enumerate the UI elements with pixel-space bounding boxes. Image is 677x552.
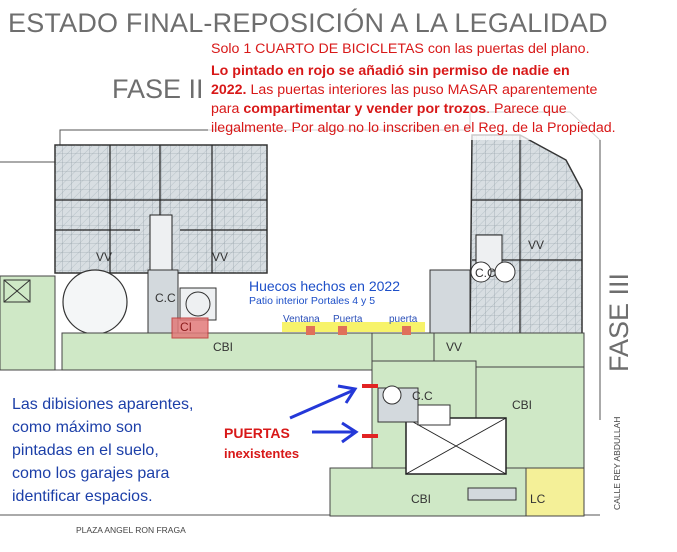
note-box [208, 38, 668, 140]
note-line-4-pre: para [211, 101, 244, 117]
area-label-vv: VV [446, 340, 463, 354]
arrows [289, 384, 359, 444]
area-label-cc: C.C [412, 389, 433, 403]
note-line-2-bold: Lo pintado en rojo se añadió sin permiso… [211, 63, 570, 79]
holes-title: Huecos hechos en 2022 [249, 278, 400, 294]
area-label-cbi: CBI [512, 398, 533, 412]
doors-note-title: PUERTAS [224, 425, 290, 441]
note-line-2: Lo pintado en rojo se añadió sin permiso… [211, 62, 570, 81]
street-label-calle: CALLE REY ABDULLAH [612, 416, 622, 510]
fase2-building [54, 144, 268, 343]
holes-label-box [244, 274, 428, 310]
divisions-line: identificar espacios. [12, 488, 153, 505]
note-line-4-post: . Parece que [486, 101, 567, 117]
phase-label-left: FASE II [112, 74, 204, 104]
area-label-cbi: CBI [411, 492, 432, 506]
red-room [171, 317, 209, 339]
divisions-note: Las dibisiones aparentes, como máximo so… [12, 393, 252, 508]
area-label-vv: VV [212, 250, 229, 264]
note-line-4-bold: compartimentar y vender por trozos [243, 101, 487, 117]
central-core [377, 385, 517, 501]
divisions-line: Las dibisiones aparentes, [12, 396, 194, 413]
divisions-line: como máximo son [12, 419, 142, 436]
area-label-cc: C.C [475, 266, 496, 280]
holes-subtitle: Patio interior Portales 4 y 5 [249, 295, 376, 307]
street-label-plaza: PLAZA ANGEL RON FRAGA [76, 525, 186, 535]
phase-label-right: FASE III [604, 272, 634, 372]
label-puerta-2: puerta [389, 314, 418, 325]
area-label-cc: C.C [155, 291, 176, 305]
note-line-4: para compartimentar y vender por trozos.… [211, 100, 567, 119]
red-doors [362, 384, 378, 438]
doors-note-subtitle: inexistentes [224, 446, 300, 461]
holes-markers [306, 326, 411, 335]
note-line-3-bold: 2022. [211, 82, 247, 98]
holes-highlight [282, 322, 425, 332]
note-line-1: Solo 1 CUARTO DE BICICLETAS con las puer… [211, 41, 590, 57]
fase3-building [429, 134, 583, 343]
label-puerta-1: Puerta [333, 314, 363, 325]
label-ventana: Ventana [283, 314, 320, 325]
divisions-line: como los garajes para [12, 465, 170, 482]
area-label-vv: VV [528, 238, 545, 252]
note-line-3-rest: Las puertas interiores las puso MASAR ap… [246, 82, 598, 98]
note-line-3: 2022. Las puertas interiores las puso MA… [211, 81, 597, 100]
divisions-line: pintadas en el suelo, [12, 442, 159, 459]
area-label-vv: VV [96, 250, 113, 264]
area-label-cbi: CBI [213, 340, 234, 354]
area-label-lc: LC [530, 492, 546, 506]
area-label-ci: CI [180, 320, 192, 334]
note-line-5: ilegalmente. Por algo no lo inscriben en… [211, 120, 616, 136]
page-title: ESTADO FINAL-REPOSICIÓN A LA LEGALIDAD [8, 8, 608, 38]
